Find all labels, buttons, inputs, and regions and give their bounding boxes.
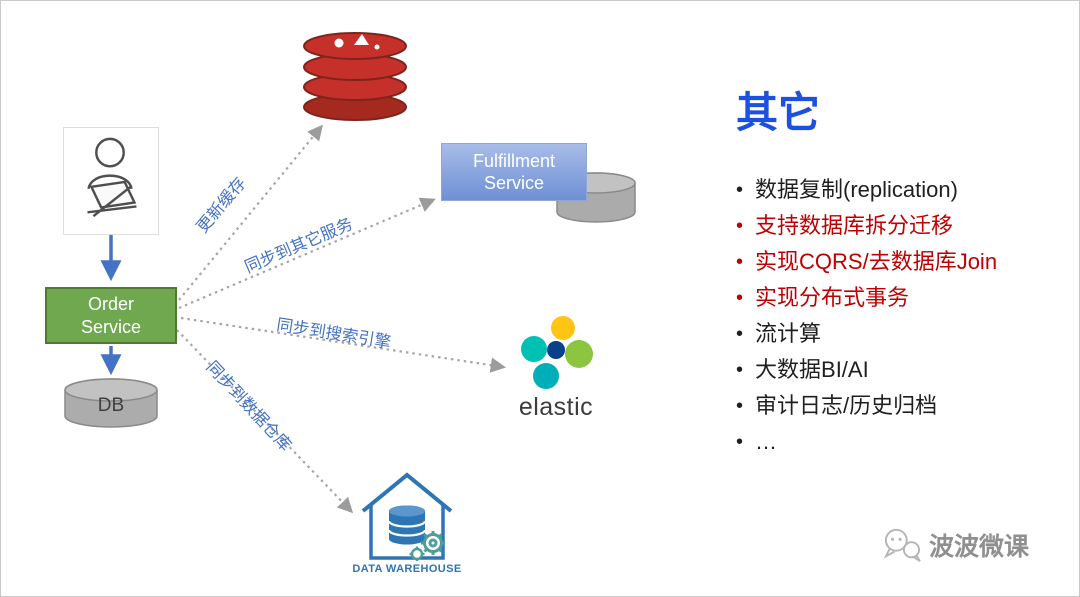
panel-title: 其它	[736, 89, 821, 136]
bullet-text: 大数据BI/AI	[755, 357, 869, 382]
bullet-list: • 数据复制(replication) • 支持数据库拆分迁移 • 实现CQRS…	[736, 178, 1066, 454]
watermark: 波波微课	[881, 527, 1029, 563]
arrow-label-sync-data-warehouse: 同步到数据仓库	[202, 357, 295, 455]
order-service-label: Order Service	[80, 294, 142, 337]
list-item: • …	[736, 430, 1066, 454]
watermark-text: 波波微课	[929, 533, 1030, 561]
list-item: • 大数据BI/AI	[736, 358, 1066, 382]
bullet-dot: •	[736, 359, 744, 381]
user-icon	[63, 127, 159, 235]
person-laptop-glyph	[87, 137, 137, 218]
bullet-text: 审计日志/历史归档	[755, 393, 938, 418]
list-item: • 流计算	[736, 322, 1066, 346]
data-warehouse-icon	[361, 472, 453, 561]
order-service-node: Order Service	[45, 287, 177, 344]
bullet-dot: •	[736, 287, 744, 309]
elastic-icon	[521, 316, 593, 389]
bullet-text: 支持数据库拆分迁移	[755, 213, 954, 238]
bullet-dot: •	[736, 215, 744, 237]
wechat-icon	[883, 528, 921, 562]
right-panel: 其它 • 数据复制(replication) • 支持数据库拆分迁移 • 实现C…	[736, 79, 1066, 466]
arrow-label-update-cache: 更新缓存	[193, 174, 250, 237]
bullet-dot: •	[736, 179, 744, 201]
bullet-dot: •	[736, 251, 744, 273]
bullet-text: 实现CQRS/去数据库Join	[755, 249, 998, 274]
list-item: • 审计日志/历史归档	[736, 394, 1066, 418]
arrow-label-sync-search-engine: 同步到搜索引擎	[275, 316, 393, 352]
bullet-dot: •	[736, 323, 744, 345]
arrow-label-sync-other-services: 同步到其它服务	[242, 214, 356, 277]
list-item: • 实现分布式事务	[736, 286, 1066, 310]
list-item: • 数据复制(replication)	[736, 178, 1066, 202]
bullet-text: …	[755, 429, 778, 454]
list-item: • 支持数据库拆分迁移	[736, 214, 1066, 238]
bullet-text: 数据复制(replication)	[755, 177, 958, 202]
list-item: • 实现CQRS/去数据库Join	[736, 250, 1066, 274]
elastic-label: elastic	[518, 393, 594, 421]
fulfillment-service-node: Fulfillment Service	[441, 143, 587, 201]
redis-icon	[303, 32, 407, 121]
bullet-text: 流计算	[755, 321, 822, 346]
bullet-dot: •	[736, 395, 744, 417]
fulfillment-service-label: Fulfillment Service	[472, 150, 556, 194]
db-cylinder-icon	[64, 378, 158, 428]
db-label: DB	[97, 395, 125, 416]
data-warehouse-label: DATA WAREHOUSE	[352, 563, 462, 575]
bullet-text: 实现分布式事务	[755, 285, 910, 310]
bullet-dot: •	[736, 431, 744, 453]
